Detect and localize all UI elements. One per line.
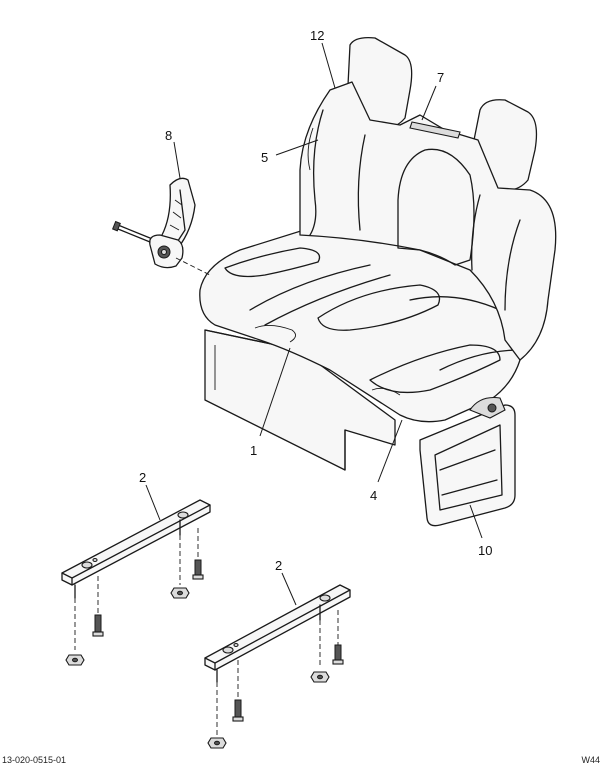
- callout-5: 5: [261, 150, 268, 165]
- callout-7: 7: [437, 70, 444, 85]
- callout-12: 12: [310, 28, 324, 43]
- seat-back: [299, 37, 557, 361]
- callout-labels: 12 7 8 5 1 4 10 2 2: [139, 28, 492, 573]
- callout-8: 8: [165, 128, 172, 143]
- figure-reference-number: 13-020-0515-01: [2, 755, 67, 765]
- mounting-rail-lower: [204, 584, 351, 749]
- mounting-rail-upper: [61, 499, 211, 666]
- callout-1: 1: [250, 443, 257, 458]
- callout-4: 4: [370, 488, 377, 503]
- callout-2-upper: 2: [139, 470, 146, 485]
- leader-lines: [145, 42, 483, 606]
- callout-2-lower: 2: [275, 558, 282, 573]
- figure-page-code: W44: [581, 755, 600, 765]
- armrest: [111, 177, 211, 276]
- mounting-bracket: [419, 396, 516, 527]
- callout-10: 10: [478, 543, 492, 558]
